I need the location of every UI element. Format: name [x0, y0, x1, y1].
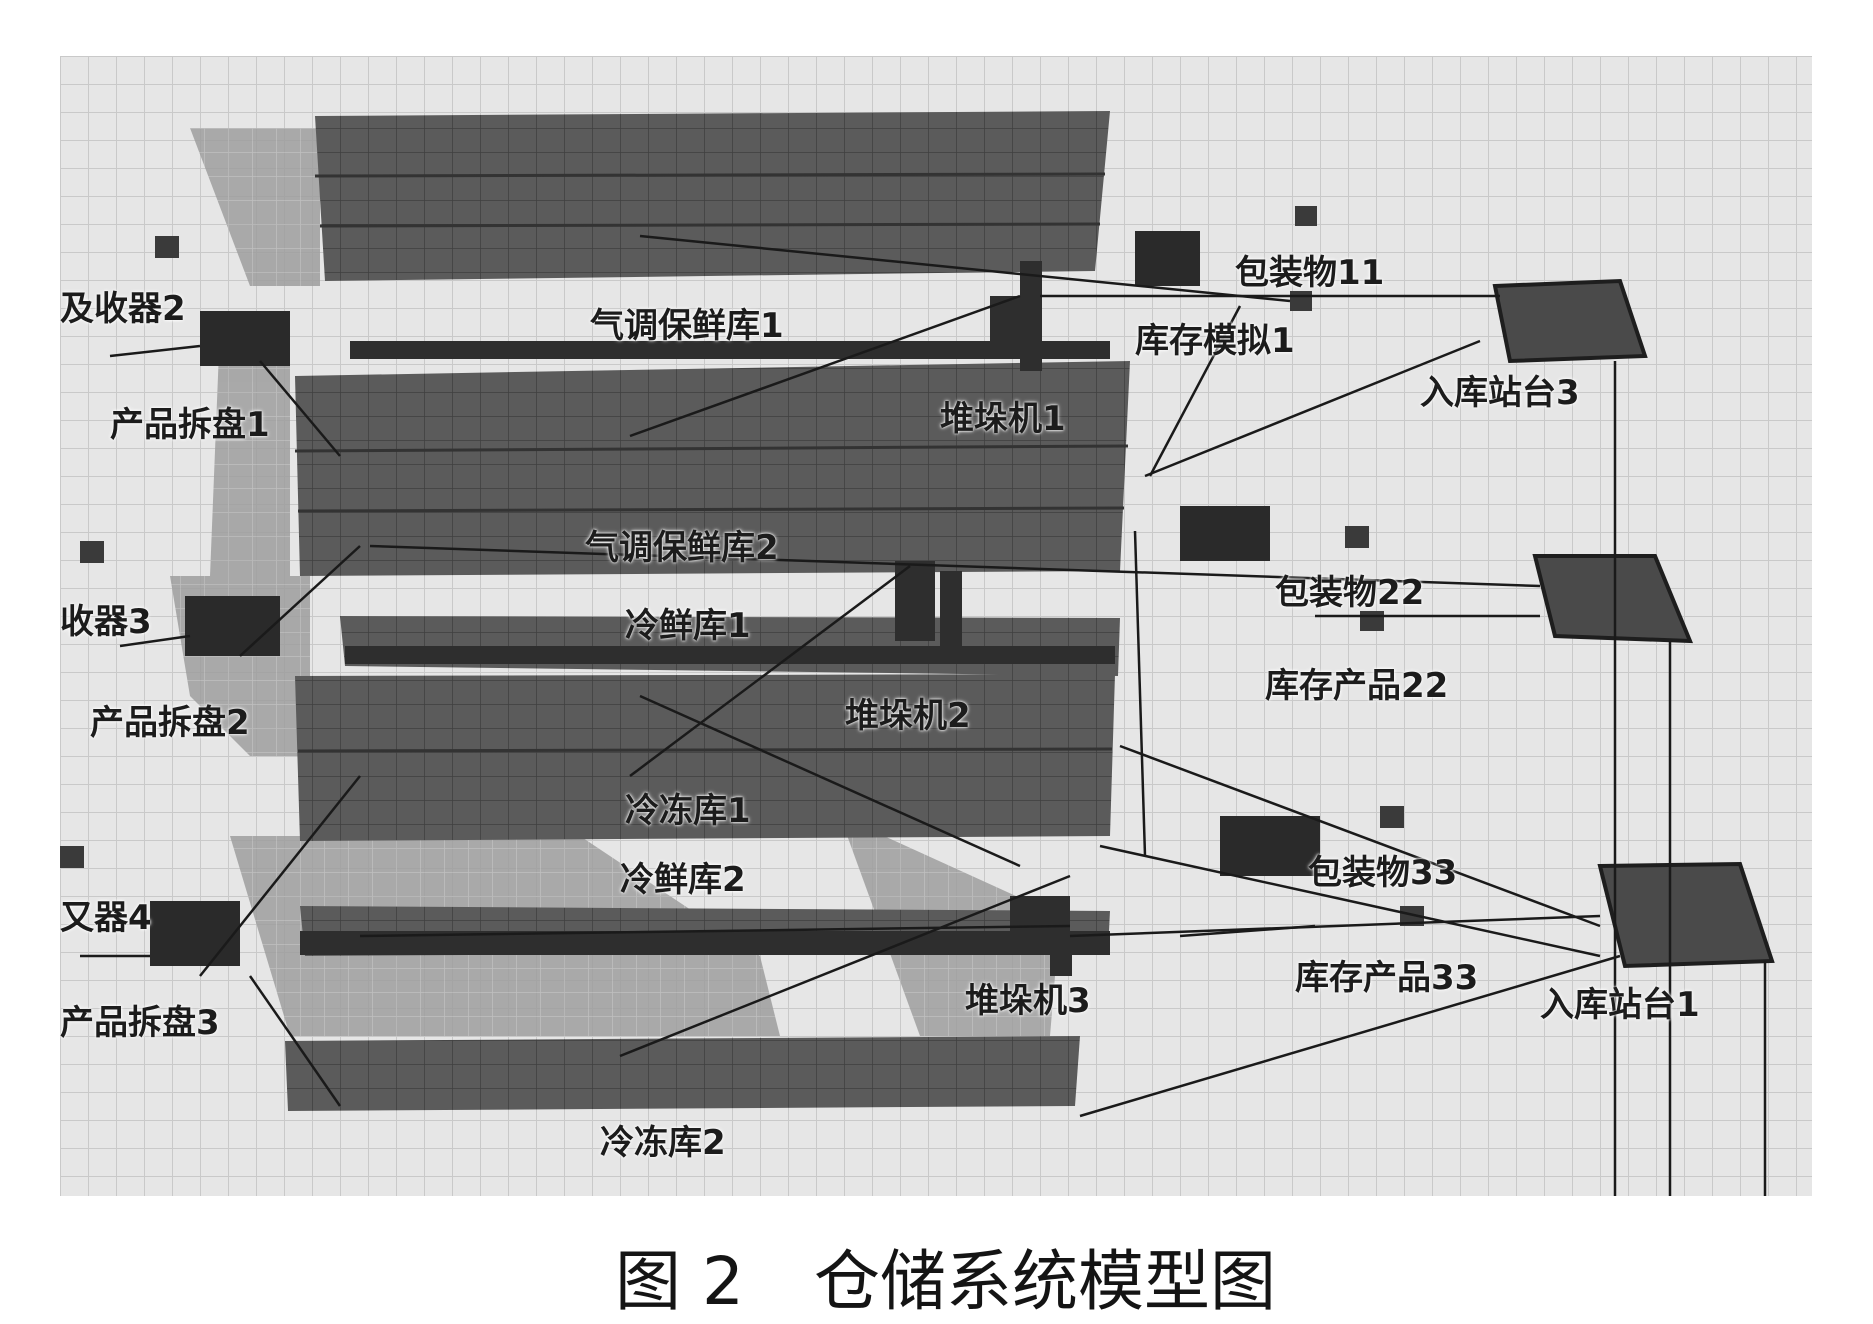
warehouse-model-scene: 气调保鲜库1 气调保鲜库2 冷鲜库1 冷冻库1 冷鲜库2 冷冻库2 堆垛机1 堆…	[60, 56, 1812, 1196]
storage-label-ca2: 气调保鲜库2	[585, 528, 779, 568]
packaging-33-machine	[1220, 806, 1424, 926]
station-3-platform	[1492, 278, 1648, 364]
packaging-label-11: 包装物11	[1235, 253, 1385, 293]
stacker-crane-2	[345, 561, 1115, 664]
figure-caption: 图 2 仓储系统模型图	[0, 1228, 1873, 1324]
warehouse-model-drawing	[60, 56, 1812, 1196]
stacker-label-1: 堆垛机1	[940, 399, 1066, 439]
connection-lines	[80, 234, 1767, 1196]
absorber-label-4: 又器4	[60, 898, 152, 938]
figure-number: 图 2	[615, 1243, 744, 1320]
depalletizer-label-1: 产品拆盘1	[110, 405, 270, 445]
storage-label-frozen1: 冷冻库1	[625, 791, 751, 831]
station-label-1: 入库站台1	[1540, 985, 1700, 1025]
station-label-3: 入库站台3	[1420, 373, 1580, 413]
inventory-label-33: 库存产品33	[1295, 958, 1479, 998]
inventory-label-22: 库存产品22	[1265, 666, 1449, 706]
absorber-label-2: 及收器2	[60, 289, 186, 329]
packaging-11-machine	[1135, 206, 1317, 311]
absorber-2-machine	[155, 236, 290, 366]
inventory-label-1: 库存模拟1	[1135, 321, 1295, 361]
storage-label-fresh2: 冷鲜库2	[620, 860, 746, 900]
depalletizer-label-3: 产品拆盘3	[60, 1003, 220, 1043]
packaging-label-33: 包装物33	[1308, 853, 1458, 893]
stacker-label-3: 堆垛机3	[965, 981, 1091, 1021]
rack-frozen1	[295, 674, 1115, 841]
absorber-3-machine	[80, 541, 280, 656]
storage-label-fresh1: 冷鲜库1	[625, 606, 751, 646]
packaging-label-22: 包装物22	[1275, 573, 1425, 613]
station-1-platform	[1597, 861, 1775, 969]
stacker-crane-1	[350, 261, 1110, 371]
storage-label-ca1: 气调保鲜库1	[590, 306, 784, 346]
storage-label-frozen2: 冷冻库2	[600, 1123, 726, 1163]
depalletizer-label-2: 产品拆盘2	[90, 703, 250, 743]
absorber-4-machine	[60, 846, 240, 966]
rack-frozen2	[285, 1036, 1080, 1111]
figure-title: 仓储系统模型图	[813, 1243, 1276, 1320]
absorber-label-3: 收器3	[60, 602, 152, 642]
packaging-22-machine	[1180, 506, 1384, 631]
rack-ca2	[294, 361, 1130, 576]
stacker-label-2: 堆垛机2	[845, 696, 971, 736]
rack-ca1	[314, 111, 1110, 281]
